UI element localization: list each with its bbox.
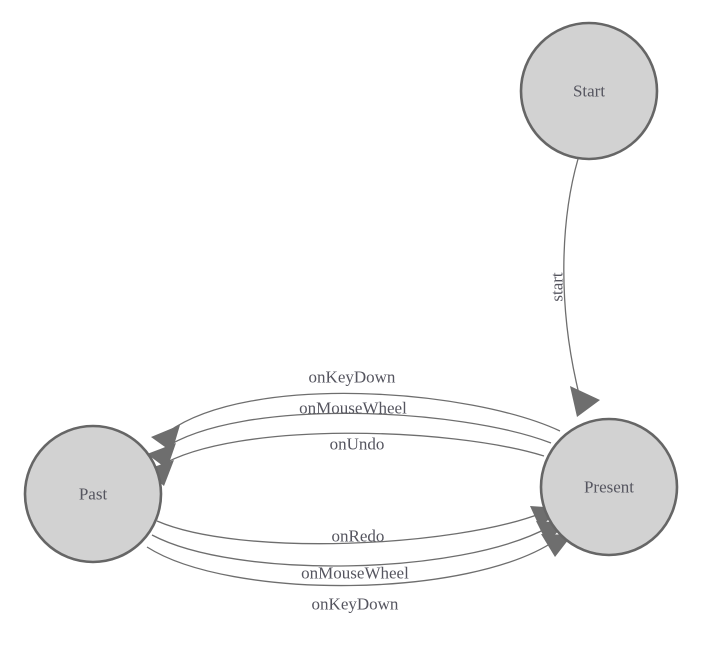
edge-past-to-present-onredo[interactable]: onRedo	[156, 506, 560, 546]
edge-present-to-past-onkeydown[interactable]: onKeyDown	[151, 368, 561, 453]
edge-label-present-to-past-onundo: onUndo	[330, 435, 385, 454]
edge-label-start: start	[548, 272, 567, 302]
node-start-label: Start	[573, 82, 605, 101]
edge-label-present-to-past-onmousewheel: onMouseWheel	[299, 399, 407, 418]
edge-label-past-to-present-onmousewheel: onMouseWheel	[301, 564, 409, 583]
edge-label-past-to-present-onredo: onRedo	[332, 527, 385, 546]
edge-present-to-past-onundo[interactable]: onUndo	[145, 432, 545, 486]
node-past-label: Past	[79, 485, 108, 504]
node-present[interactable]: Present	[539, 417, 679, 557]
edge-present-to-past-onundo-path	[159, 432, 545, 467]
node-past[interactable]: Past	[23, 424, 163, 564]
node-start[interactable]: Start	[519, 21, 659, 161]
edge-label-present-to-past-onkeydown: onKeyDown	[309, 368, 396, 387]
edge-label-past-to-present-onkeydown: onKeyDown	[312, 595, 399, 614]
node-start-circle	[519, 21, 659, 161]
edge-past-to-present-onredo-path	[156, 512, 543, 545]
edge-past-to-present-onmousewheel-path	[151, 526, 550, 567]
edge-present-to-past-onundo-arrowhead	[145, 460, 174, 486]
node-past-circle	[23, 424, 163, 564]
node-present-circle	[539, 417, 679, 557]
edge-start-to-present-path	[563, 158, 580, 395]
edge-present-to-past-onkeydown-path	[167, 392, 561, 433]
edge-past-to-present-onkeydown-path	[146, 539, 557, 587]
node-present-label: Present	[584, 478, 634, 497]
edge-past-to-present-onmousewheel[interactable]: onMouseWheel	[151, 521, 566, 583]
edge-start-to-present-arrowhead	[570, 386, 600, 417]
edge-start-to-present[interactable]: start	[548, 158, 601, 417]
edge-present-to-past-onmousewheel-path	[162, 412, 552, 450]
